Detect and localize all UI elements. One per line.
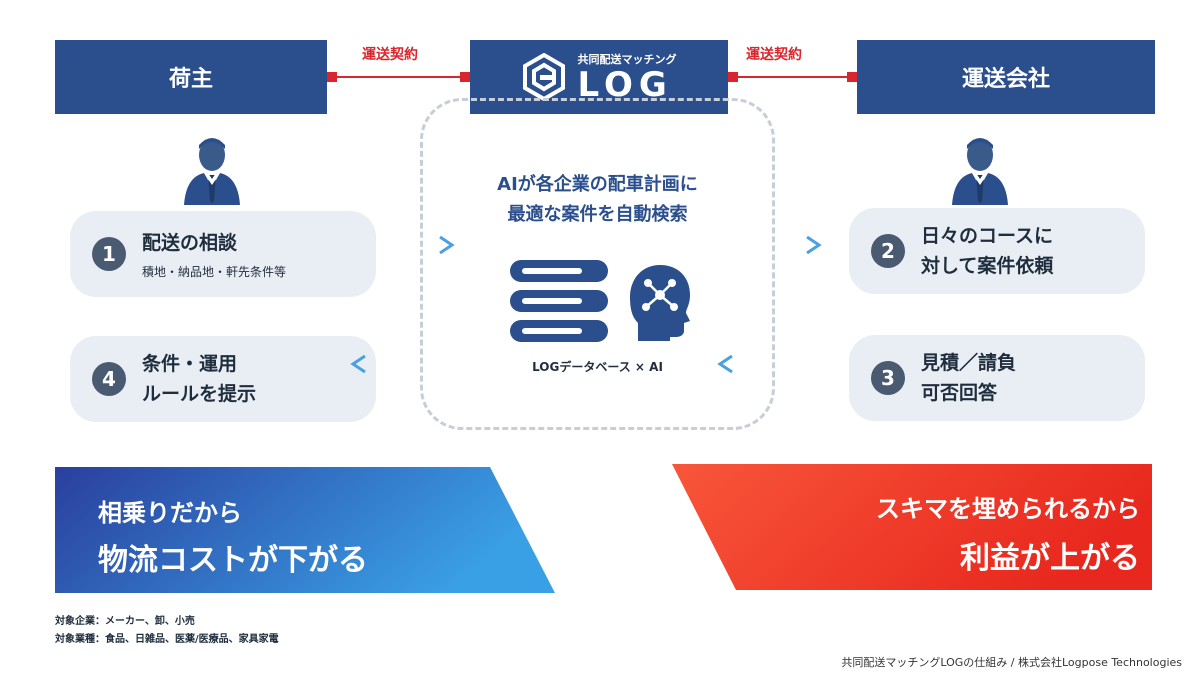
- step-4-title-line1: 条件・運用: [142, 353, 238, 375]
- db-label: LOGデータベース × AI: [532, 360, 663, 374]
- person-icon: [952, 138, 1008, 205]
- contract-label-left: 運送契約: [362, 47, 418, 63]
- header-carrier-label: 運送会社: [961, 67, 1050, 92]
- center-region: [420, 98, 775, 430]
- banner-right-line2: 利益が上がる: [960, 541, 1140, 576]
- step-1-title: 配送の相談: [142, 232, 238, 254]
- step-2-title-line1: 日々のコースに: [921, 225, 1054, 247]
- step-2-number: 2: [871, 234, 905, 268]
- center-caption-line2: 最適な案件を自動検索: [507, 204, 688, 225]
- ai-head-icon: [630, 265, 690, 341]
- header-shipper-label: 荷主: [168, 67, 213, 92]
- arrow-left-icon: [350, 354, 450, 374]
- arrow-right-icon: [722, 235, 822, 255]
- step-1-sub: 積地・納品地・軒先条件等: [142, 265, 287, 279]
- header-shipper: 荷主: [55, 40, 327, 114]
- step-2: 2 日々のコースに 対して案件依頼: [849, 208, 1145, 294]
- log-title: LOG: [577, 65, 673, 105]
- arrow-left-icon: [717, 354, 817, 374]
- step-4: 4 条件・運用 ルールを提示: [70, 336, 376, 422]
- arrow-right-icon: [355, 235, 455, 255]
- banner-left-line2: 物流コストが下がる: [98, 543, 368, 578]
- step-3: 3 見積／請負 可否回答: [849, 335, 1145, 421]
- step-3-title-line1: 見積／請負: [921, 352, 1017, 374]
- contract-connectors: [327, 72, 857, 82]
- step-1-number: 1: [92, 237, 126, 271]
- flow-arrows: [350, 235, 822, 374]
- center-caption: AIが各企業の配車計画に 最適な案件を自動検索: [420, 170, 775, 230]
- log-subtitle: 共同配送マッチング: [577, 53, 677, 66]
- step-4-title-line2: ルールを提示: [142, 383, 257, 405]
- contract-label-right: 運送契約: [746, 47, 802, 63]
- step-2-title-line2: 対して案件依頼: [921, 255, 1054, 277]
- header-carrier: 運送会社: [857, 40, 1155, 114]
- banner-right-shape: [672, 464, 1152, 590]
- banner-right-line1: スキマを埋められるから: [876, 495, 1140, 523]
- step-1: 1 配送の相談 積地・納品地・軒先条件等: [70, 211, 376, 297]
- center-caption-line1: AIが各企業の配車計画に: [497, 174, 698, 195]
- step-3-number: 3: [871, 361, 905, 395]
- footer-target-companies: 対象企業：メーカー、卸、小売: [55, 616, 195, 627]
- step-4-number: 4: [92, 362, 126, 396]
- header-log: 共同配送マッチング LOG: [470, 40, 728, 114]
- banner-left-line1: 相乗りだから: [98, 499, 242, 527]
- person-icon: [184, 138, 240, 205]
- banner-left-shape: [55, 467, 555, 593]
- footer-credit: 共同配送マッチングLOGの仕組み / 株式会社Logpose Technolog…: [841, 656, 1182, 669]
- database-icon: [510, 260, 608, 342]
- step-3-title-line2: 可否回答: [921, 382, 998, 404]
- footer-target-industries: 対象業種：食品、日雑品、医薬/医療品、家具家電: [55, 634, 279, 645]
